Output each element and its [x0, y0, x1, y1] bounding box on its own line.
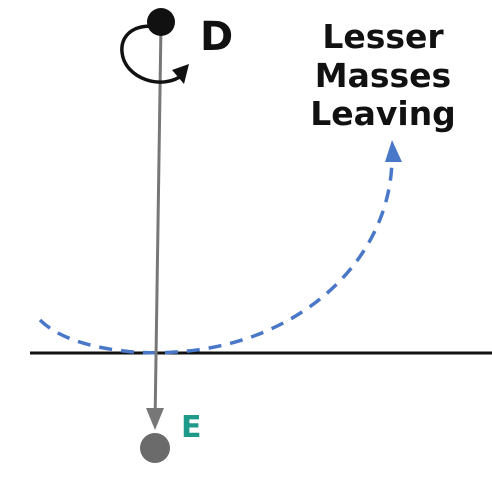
label-e: E	[181, 410, 202, 445]
point-d	[147, 8, 175, 36]
clockwise-rotation-arrow-icon	[120, 24, 189, 84]
caption-line-1: Lesser	[322, 17, 444, 56]
caption-lesser-masses-leaving: Lesser Masses Leaving	[310, 17, 456, 133]
point-e	[140, 433, 170, 463]
vector-d-to-e	[153, 23, 163, 425]
trajectory-arrowhead	[385, 140, 402, 162]
vector-arrowhead	[146, 408, 164, 430]
caption-line-3: Leaving	[310, 94, 456, 133]
label-d: D	[200, 14, 233, 60]
caption-line-2: Masses	[315, 56, 451, 95]
dashed-trajectory-curve	[38, 159, 394, 355]
